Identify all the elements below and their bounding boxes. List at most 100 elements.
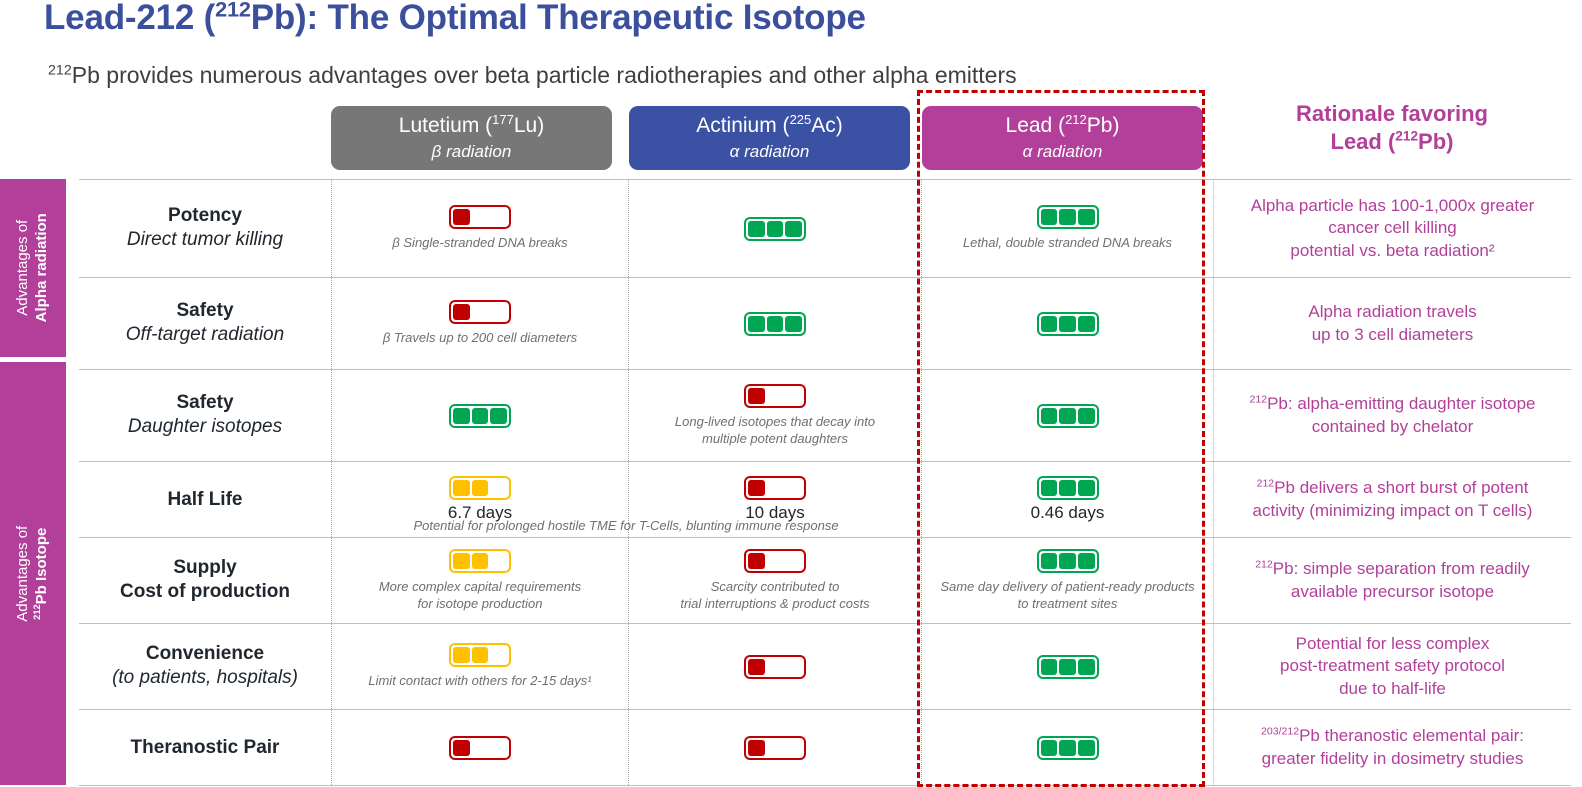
rating-segment xyxy=(785,740,802,756)
rating-segment xyxy=(490,740,507,756)
side-band-pb-label: Advantages of 212Pb Isotope xyxy=(14,526,52,622)
rating-indicator-green-3 xyxy=(1036,735,1099,760)
row-label: Half Life xyxy=(79,462,331,537)
cell-actinium: 10 days xyxy=(628,462,921,537)
rating-indicator-red-1 xyxy=(744,548,806,573)
rating-indicator-red-1 xyxy=(449,735,511,760)
cell-actinium xyxy=(628,180,921,277)
side-band-alpha-line1: Advantages of xyxy=(14,220,32,316)
rating-segment xyxy=(1077,407,1095,424)
rating-segment xyxy=(1077,479,1095,496)
rating-segment xyxy=(453,552,470,569)
rating-indicator-green-3 xyxy=(744,311,806,336)
cell-lead: 0.46 days xyxy=(921,462,1213,537)
rating-segment xyxy=(1059,479,1076,496)
rating-indicator-green-3 xyxy=(1036,205,1099,230)
lutetium-name-prefix: Lutetium ( xyxy=(398,114,493,138)
row-label-sub: (to patients, hospitals) xyxy=(112,667,298,689)
column-header-actinium-radiation: α radiation xyxy=(729,141,810,161)
rating-indicator-red-1 xyxy=(744,654,806,679)
rating-indicator-red-1 xyxy=(449,300,511,325)
rating-segment xyxy=(472,209,489,225)
side-band-pb-line1: Advantages of xyxy=(14,525,32,622)
rating-indicator-green-3 xyxy=(449,403,511,428)
rating-segment xyxy=(1077,315,1095,332)
rating-segment xyxy=(767,553,784,569)
row-label-main: Safety xyxy=(176,392,234,414)
cell-value: 10 days xyxy=(745,502,805,522)
rationale-mass-number: 212 xyxy=(1256,477,1275,490)
cell-lutetium xyxy=(331,710,628,785)
rating-segment xyxy=(767,388,784,404)
rating-segment xyxy=(471,552,489,569)
rating-segment xyxy=(766,315,784,332)
rating-segment xyxy=(472,740,489,756)
column-header-lutetium: Lutetium (177Lu) β radiation xyxy=(331,106,612,170)
rating-segment xyxy=(748,552,765,569)
rating-segment xyxy=(767,480,784,496)
rating-segment xyxy=(766,220,784,237)
lead-name-prefix: Lead ( xyxy=(1005,114,1066,138)
row-label-sub: Cost of production xyxy=(120,581,290,603)
rating-segment xyxy=(490,480,507,496)
actinium-mass-number: 225 xyxy=(789,112,812,128)
cell-lead: Lethal, double stranded DNA breaks xyxy=(921,180,1213,277)
cell-lead: Same day delivery of patient-ready produ… xyxy=(921,538,1213,623)
subtitle-text: Pb provides numerous advantages over bet… xyxy=(71,62,1017,88)
rating-segment xyxy=(1077,658,1095,675)
rationale-header-mass-number: 212 xyxy=(1395,128,1419,144)
rating-segment xyxy=(453,739,470,756)
cell-caption: Same day delivery of patient-ready produ… xyxy=(940,578,1195,611)
rating-indicator-red-1 xyxy=(744,383,806,408)
rating-segment xyxy=(472,304,489,320)
cell-lutetium: β Travels up to 200 cell diameters xyxy=(331,278,628,369)
rating-segment xyxy=(785,659,802,675)
rating-segment xyxy=(1059,552,1076,569)
rating-segment xyxy=(1040,658,1058,675)
rationale-header-lead-suffix: Pb) xyxy=(1418,128,1454,154)
cell-lead xyxy=(921,278,1213,369)
row-label-sub: Off-target radiation xyxy=(125,324,285,346)
rating-segment xyxy=(748,387,765,404)
rating-segment xyxy=(1059,658,1076,675)
rating-segment xyxy=(748,658,765,675)
column-header-actinium-name: Actinium (225Ac) xyxy=(696,112,843,139)
rating-segment xyxy=(490,553,507,569)
rating-segment xyxy=(1040,479,1058,496)
page-title-superscript: 212 xyxy=(215,0,251,22)
rating-segment xyxy=(1059,739,1076,756)
rating-segment xyxy=(490,304,507,320)
side-band-pb-mass-number: 212 xyxy=(32,604,42,620)
rating-segment xyxy=(453,647,470,664)
subtitle-superscript: 212 xyxy=(48,62,72,79)
row-span-caption: Potential for prolonged hostile TME for … xyxy=(413,518,839,533)
column-header-lead-radiation: α radiation xyxy=(1022,141,1103,161)
cell-value: 6.7 days xyxy=(447,502,513,522)
row-label-main: Supply xyxy=(173,557,237,579)
page-title-prefix: Lead-212 ( xyxy=(44,0,216,37)
cell-lutetium: β Single-stranded DNA breaks xyxy=(331,180,628,277)
rationale-mass-number: 203/212 xyxy=(1261,725,1300,738)
column-header-rationale: Rationale favoring Lead (212Pb) xyxy=(1213,100,1571,155)
lutetium-mass-number: 177 xyxy=(492,112,514,128)
lead-mass-number: 212 xyxy=(1065,112,1087,128)
rating-segment xyxy=(785,553,802,569)
lutetium-name-suffix: Lu) xyxy=(513,114,545,138)
cell-caption: Lethal, double stranded DNA breaks xyxy=(962,235,1173,251)
row-label-sub: Daughter isotopes xyxy=(127,416,283,438)
cell-caption: β Single-stranded DNA breaks xyxy=(392,235,568,251)
cell-actinium xyxy=(628,624,921,709)
